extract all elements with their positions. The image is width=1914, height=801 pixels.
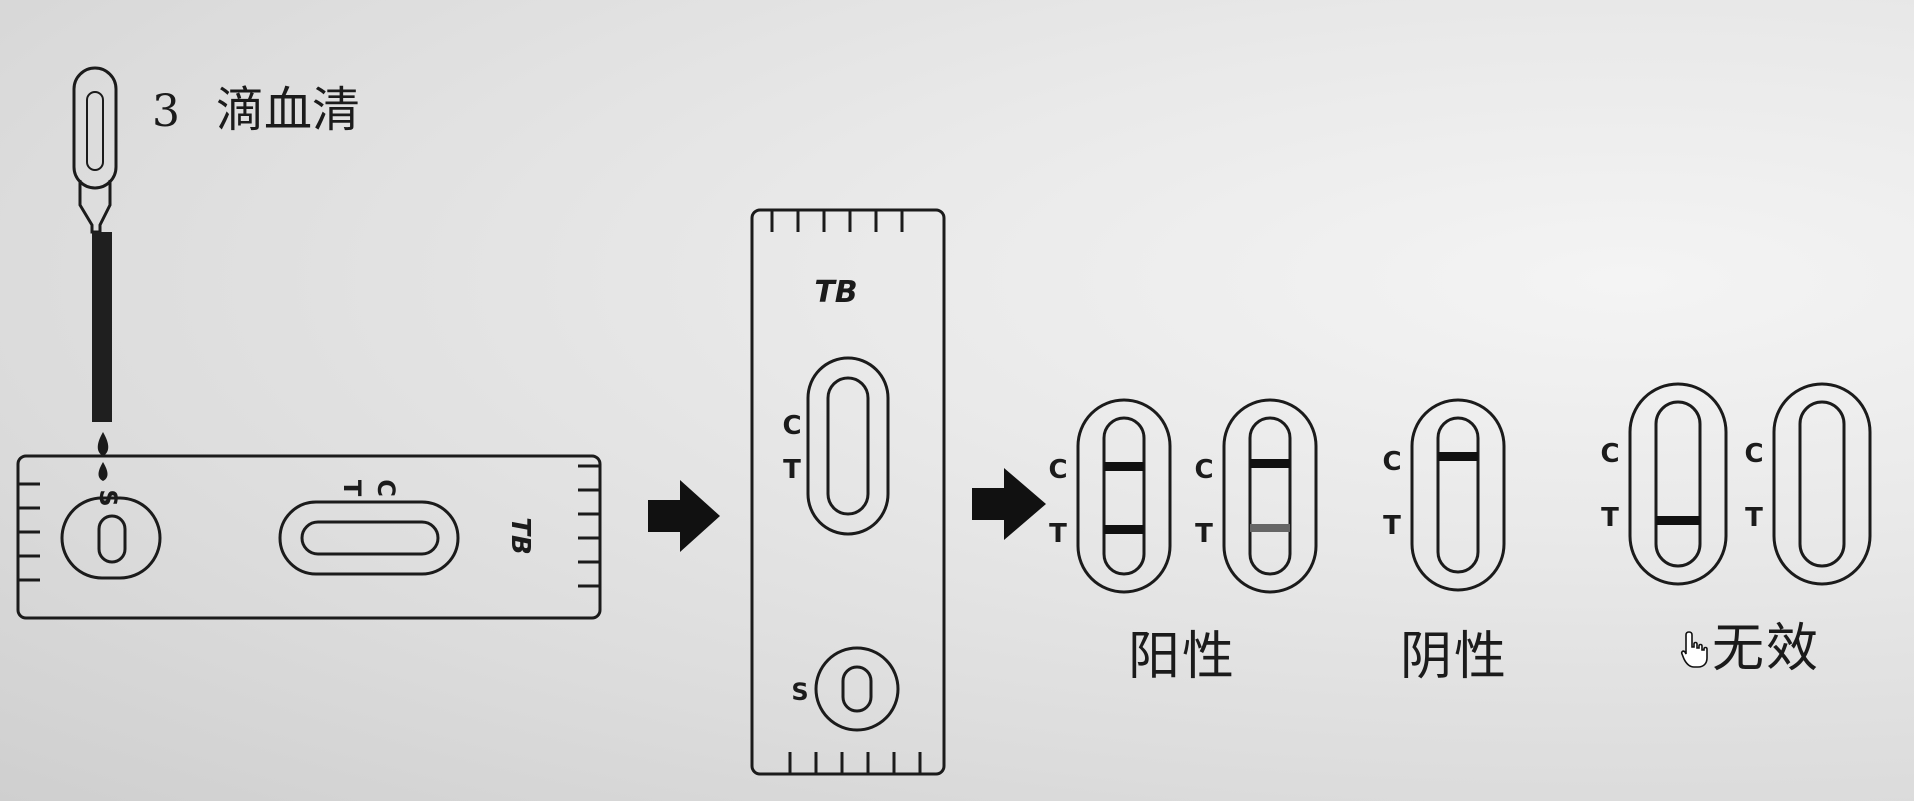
- brand-label-h: TB: [505, 517, 535, 555]
- sample-well-outer-v: [814, 646, 900, 732]
- positive-caption: 阳性: [1128, 627, 1237, 687]
- inv2-c-label: C: [1744, 439, 1763, 469]
- result-positive-weak: C T: [1194, 398, 1318, 594]
- result-negative: C T: [1382, 398, 1506, 592]
- sample-well-inner-v: [841, 665, 873, 713]
- result-window-inner: [300, 520, 440, 556]
- test-label-h: T: [338, 480, 366, 497]
- invalid-caption: 无效: [1712, 619, 1821, 679]
- neg-t-label: T: [1383, 511, 1401, 541]
- left-ticks: [18, 482, 40, 582]
- step-caption: 3 滴血清: [152, 70, 360, 140]
- step-text: 滴血清: [216, 82, 361, 138]
- cassette-vertical: TB C T S: [750, 208, 946, 776]
- arrow-right-icon: [972, 468, 1046, 540]
- sample-well-inner: [97, 514, 127, 564]
- result-invalid-none: C T: [1744, 382, 1872, 586]
- inv1-t-label: T: [1601, 503, 1619, 533]
- test-label-v: T: [783, 455, 801, 485]
- well-label-h: S: [94, 489, 122, 506]
- result-window-outer: [278, 500, 460, 576]
- cassette-horizontal: S C T TB: [16, 454, 602, 620]
- inv1-c-label: C: [1600, 439, 1619, 469]
- pos1-c-label: C: [1048, 455, 1067, 485]
- pos2-t-label: T: [1195, 519, 1213, 549]
- control-label-h: C: [372, 479, 400, 497]
- result-positive-strong: C T: [1048, 398, 1172, 594]
- well-label-v: S: [791, 678, 808, 706]
- pos1-t-label: T: [1049, 519, 1067, 549]
- arrow-right-icon: [648, 480, 720, 552]
- neg-c-label: C: [1382, 447, 1401, 477]
- pos2-c-label: C: [1194, 455, 1213, 485]
- right-ticks: [578, 464, 600, 588]
- brand-label-v: TB: [814, 275, 857, 310]
- inv2-t-label: T: [1745, 503, 1763, 533]
- negative-caption: 阴性: [1400, 627, 1509, 687]
- sample-well-outer: [60, 496, 162, 580]
- result-invalid-t-only: C T: [1600, 382, 1728, 586]
- dropper-icon: [72, 66, 118, 481]
- result-window-inner-v: [826, 376, 870, 516]
- result-window-outer-v: [806, 356, 890, 536]
- step-number: 3: [152, 86, 180, 137]
- control-label-v: C: [782, 411, 801, 441]
- hand-pointer-icon: [1680, 631, 1708, 668]
